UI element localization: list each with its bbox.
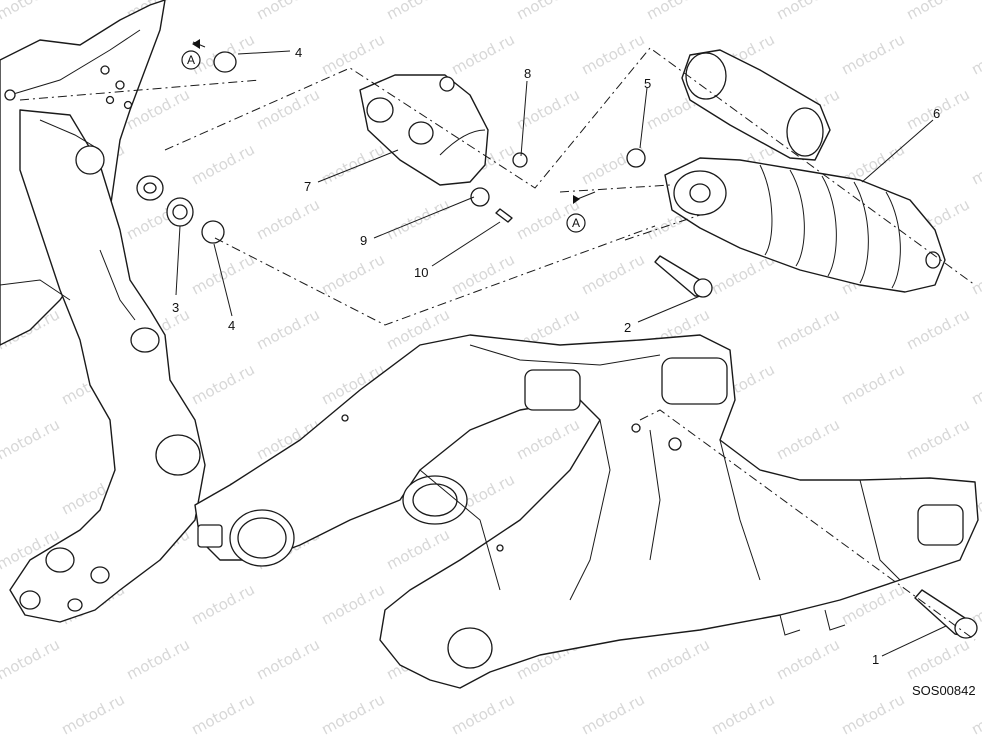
watermark-text: motod.ru [253, 635, 322, 683]
watermark-text: motod.ru [0, 0, 63, 24]
reference-mark-label: A [572, 216, 580, 230]
watermark-text: motod.ru [123, 635, 192, 683]
watermark-text: motod.ru [253, 195, 322, 243]
watermark-text: motod.ru [188, 580, 257, 628]
watermark-text: motod.ru [838, 30, 907, 78]
reservoir-bracket [359, 74, 528, 207]
watermark-text: motod.ru [773, 305, 842, 353]
watermark-text: motod.ru [253, 0, 322, 24]
watermark-text: motod.ru [578, 30, 647, 78]
watermark-text: motod.ru [513, 415, 582, 463]
watermark-text: motod.ru [318, 580, 387, 628]
watermark-text: motod.ru [968, 140, 982, 188]
bolts [495, 208, 978, 639]
main-frame [0, 0, 206, 623]
watermark-text: motod.ru [318, 140, 387, 188]
pivot-spacers [136, 51, 237, 244]
watermark-text: motod.ru [448, 250, 517, 298]
watermark-text: motod.ru [383, 0, 452, 24]
watermark-text: motod.ru [903, 635, 972, 683]
watermark-text: motod.ru [448, 690, 517, 736]
callout-2: 2 [624, 320, 631, 335]
swingarm [194, 334, 979, 689]
watermark-text: motod.ru [188, 690, 257, 736]
callout-5: 5 [644, 76, 651, 91]
alignment-lines [19, 47, 976, 641]
drawing-code: SOS00842 [912, 683, 976, 698]
watermark-text: motod.ru [188, 360, 257, 408]
watermark-text: motod.ru [0, 635, 63, 683]
callout-4-top: 4 [295, 45, 302, 60]
watermark-text: motod.ru [318, 690, 387, 736]
callout-9: 9 [360, 233, 367, 248]
watermark-text: motod.ru [188, 250, 257, 298]
callout-8: 8 [524, 66, 531, 81]
callout-4-bottom: 4 [228, 318, 235, 333]
reference-mark-middle: A [566, 213, 586, 233]
watermark-text: motod.ru [968, 250, 982, 298]
watermark-text: motod.ru [708, 690, 777, 736]
watermark-text: motod.ru [318, 250, 387, 298]
watermark-text: motod.ru [773, 635, 842, 683]
callout-1: 1 [872, 652, 879, 667]
callout-7: 7 [304, 179, 311, 194]
watermark-text: motod.ru [838, 360, 907, 408]
watermark-text: motod.ru [513, 0, 582, 24]
callout-10: 10 [414, 265, 428, 280]
reference-mark-top: A [181, 50, 201, 70]
arrow-icon [573, 195, 580, 204]
arrow-icon [192, 39, 200, 49]
watermark-text: motod.ru [773, 0, 842, 24]
rear-shock-absorber [626, 49, 946, 293]
watermark-text: motod.ru [903, 0, 972, 24]
watermark-text: motod.ru [968, 30, 982, 78]
watermark-text: motod.ru [838, 690, 907, 736]
leader-lines [175, 41, 947, 657]
callout-6: 6 [933, 106, 940, 121]
watermark-text: motod.ru [578, 250, 647, 298]
watermark-text: motod.ru [318, 30, 387, 78]
watermark-text: motod.ru [188, 140, 257, 188]
watermark-text: motod.ru [448, 30, 517, 78]
watermark-text: motod.ru [773, 415, 842, 463]
watermark-text: motod.ru [903, 305, 972, 353]
watermark-text: motod.ru [0, 415, 63, 463]
callout-labels: 1 2 3 4 4 5 6 7 8 9 10 [172, 45, 940, 667]
watermark-text: motod.ru [253, 305, 322, 353]
watermark-text: motod.ru [58, 690, 127, 736]
watermark-text: motod.ru [643, 0, 712, 24]
callout-3: 3 [172, 300, 179, 315]
watermark-text: motod.ru [253, 85, 322, 133]
watermark-text: motod.ru [383, 525, 452, 573]
reference-mark-label: A [187, 53, 195, 67]
watermark-text: motod.ru [578, 690, 647, 736]
watermark-text: motod.ru [643, 635, 712, 683]
watermark-text: motod.ru [903, 415, 972, 463]
watermark-text: motod.ru [968, 360, 982, 408]
